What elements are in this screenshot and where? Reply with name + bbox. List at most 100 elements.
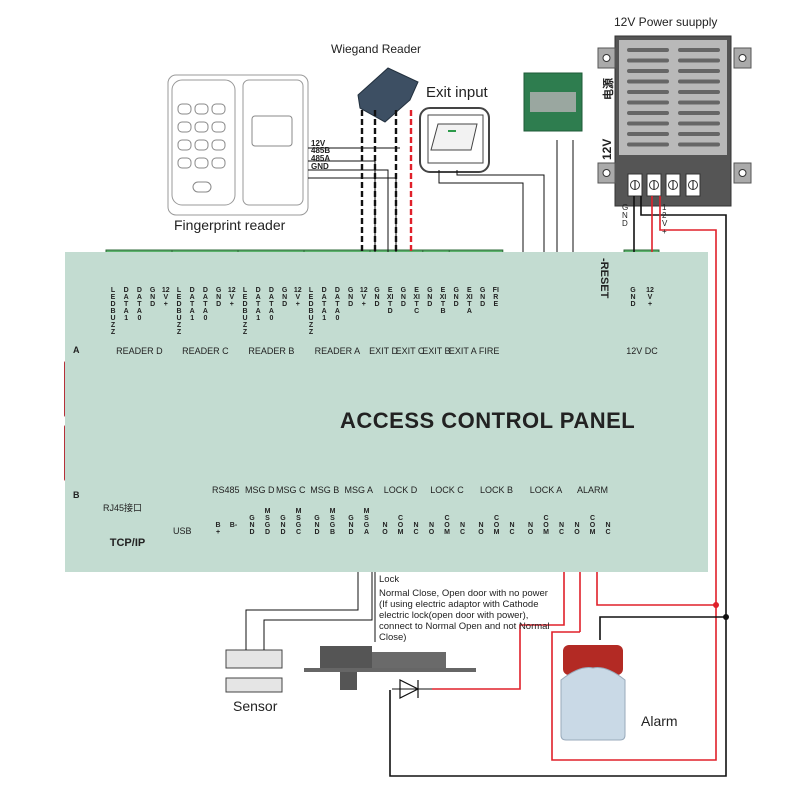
bottom-group-label: LOCK B bbox=[479, 485, 513, 495]
bottom-group-label: MSG C bbox=[275, 485, 306, 495]
keypad-key bbox=[192, 181, 212, 193]
top-pin-label: GND bbox=[347, 287, 354, 308]
top-pin-label: LEDBUZZ bbox=[242, 287, 248, 336]
rj45-label: RJ45接口 bbox=[103, 503, 143, 513]
wiegand-reader-label: Wiegand Reader bbox=[331, 42, 422, 56]
exit-input-wire-1 bbox=[438, 170, 524, 258]
bottom-pin-label: NC bbox=[558, 522, 565, 536]
vent-slot bbox=[627, 48, 669, 52]
top-group-label: READER A bbox=[314, 346, 361, 356]
wire-label-12v: 12V bbox=[311, 139, 326, 148]
tcpip-port-label: TCP/IP bbox=[109, 537, 146, 549]
bottom-pin-label: NO bbox=[382, 522, 388, 536]
vent-slot bbox=[678, 121, 720, 126]
lock-note-line-2: (If using electric adaptor with Cathode bbox=[379, 599, 539, 610]
keypad-key bbox=[177, 157, 192, 169]
alarm-lamp bbox=[563, 645, 623, 675]
fingerprint-reader-label: Fingerprint reader bbox=[174, 217, 286, 233]
top-group-label: EXIT D bbox=[369, 346, 399, 356]
top-pin-label: GND bbox=[427, 287, 433, 308]
bottom-group-label: MSG A bbox=[344, 485, 373, 495]
bottom-pin-label: NO bbox=[574, 522, 580, 536]
vent-slot bbox=[678, 100, 720, 105]
top-pin-label: 12V+ bbox=[293, 287, 302, 308]
vent-slot bbox=[678, 111, 720, 115]
top-pin-label: LEDBUZZ bbox=[176, 287, 182, 336]
vent-slot bbox=[627, 58, 669, 63]
top-group-label: EXIT A bbox=[448, 346, 477, 356]
bottom-pin-label: MSGA bbox=[363, 508, 370, 536]
bottom-pin-label: NC bbox=[605, 522, 611, 536]
vent-slot bbox=[627, 69, 669, 73]
top-pin-label: 12V+ bbox=[227, 287, 236, 308]
top-pin-label: 12V+ bbox=[161, 287, 170, 308]
bottom-pin-label: NO bbox=[478, 522, 484, 536]
lock-body-ext bbox=[372, 652, 446, 668]
vent-slot bbox=[627, 90, 669, 94]
wire-label-485a: 485A bbox=[311, 154, 331, 163]
lock-note-line-4: connect to Normal Open and not Normal bbox=[379, 621, 550, 632]
psu-gnd-to-lock bbox=[389, 196, 727, 777]
wire-label-485b: 485B bbox=[311, 146, 331, 155]
vent-slot bbox=[678, 132, 720, 136]
bottom-pin-label: COM bbox=[444, 515, 450, 536]
top-pin-label: LEDBUZZ bbox=[110, 287, 116, 336]
lock-note-line-1: Normal Close, Open door with no power bbox=[379, 588, 548, 599]
vent-slot bbox=[627, 79, 669, 84]
lock-body bbox=[320, 646, 372, 668]
control-board bbox=[65, 252, 708, 572]
vent-slot bbox=[627, 111, 669, 115]
vent-slot bbox=[627, 132, 669, 136]
bottom-pin-label: COM bbox=[543, 515, 549, 536]
vent-slot bbox=[678, 48, 720, 52]
keypad-key bbox=[211, 157, 226, 169]
bottom-pin-label: B- bbox=[229, 522, 238, 529]
exit-input-wire-2 bbox=[456, 170, 545, 258]
dip-switch-b-label: B bbox=[73, 490, 80, 500]
emergency-window bbox=[530, 92, 576, 112]
lock-plate bbox=[304, 668, 476, 672]
lock-note-line-3: electric lock(open door with power), bbox=[379, 610, 529, 621]
top-pin-label: GND bbox=[149, 287, 156, 308]
vent-slot bbox=[627, 121, 669, 126]
alarm-label: Alarm bbox=[641, 713, 678, 729]
vent-slot bbox=[678, 58, 720, 63]
keypad-key bbox=[211, 103, 226, 115]
wiegand-reader-body bbox=[357, 67, 419, 123]
junction-dot bbox=[713, 602, 719, 608]
exit-button-plate bbox=[430, 123, 478, 151]
sensor-wire-2 bbox=[263, 570, 373, 650]
vent-slot bbox=[678, 90, 720, 94]
alarm-com-wire bbox=[596, 570, 716, 606]
bottom-pin-label: NO bbox=[527, 522, 534, 536]
bottom-pin-label: COM bbox=[589, 515, 596, 536]
bottom-pin-label: COM bbox=[493, 515, 500, 536]
usb-label: USB bbox=[173, 526, 192, 536]
bottom-pin-label: NC bbox=[459, 522, 466, 536]
alarm-loop bbox=[551, 605, 717, 761]
vent-slot bbox=[627, 142, 669, 147]
psu-12v-label: 12V+ bbox=[662, 203, 668, 236]
dip-switch-a-label: A bbox=[73, 345, 80, 355]
psu-gnd-label: GND bbox=[622, 203, 629, 228]
bottom-group-label: LOCK A bbox=[529, 485, 563, 495]
mount-hole bbox=[602, 54, 611, 62]
bottom-pin-label: MSGB bbox=[329, 508, 336, 536]
door-sensor-bottom bbox=[225, 677, 283, 693]
top-pin-label: FIRE bbox=[492, 287, 499, 308]
top-group-label: FIRE bbox=[478, 346, 500, 356]
bottom-pin-label: GND bbox=[249, 515, 255, 536]
door-sensor-top bbox=[225, 649, 283, 669]
exit-input-label: Exit input bbox=[426, 84, 488, 101]
top-pin-label: GND bbox=[374, 287, 380, 308]
top-group-label: EXIT C bbox=[395, 346, 425, 356]
bottom-group-label: LOCK D bbox=[383, 485, 418, 495]
power-pin-label: GND bbox=[630, 287, 636, 308]
top-pin-label: DATA0 bbox=[268, 287, 274, 322]
top-pin-label: GND bbox=[479, 287, 486, 308]
reset-label: -RESET bbox=[598, 258, 610, 299]
bottom-pin-label: MSGD bbox=[264, 508, 271, 536]
keypad-key bbox=[211, 139, 226, 151]
top-pin-label: EXITC bbox=[413, 287, 420, 315]
bottom-pin-label: GND bbox=[348, 515, 354, 536]
